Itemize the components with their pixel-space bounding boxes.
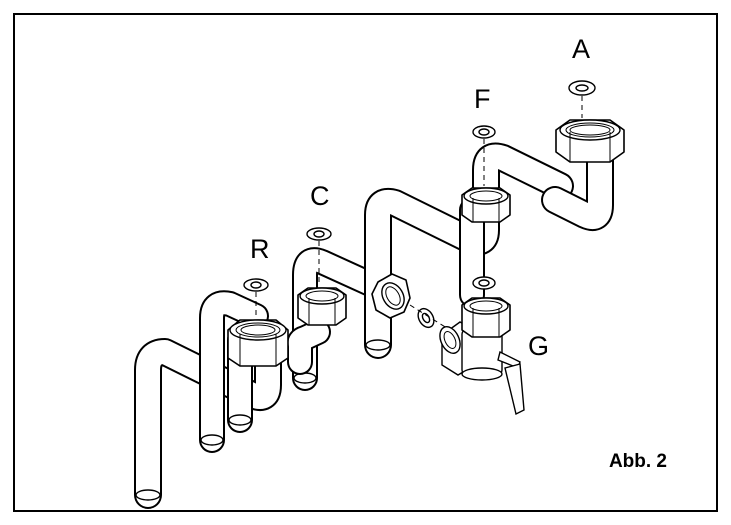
washer-mid <box>417 307 435 329</box>
label-a: A <box>572 34 591 64</box>
washer-c <box>306 227 332 241</box>
washer-f-lower <box>472 276 496 290</box>
washer-r <box>243 278 269 292</box>
valve-g <box>439 297 525 416</box>
pipe-a <box>541 146 614 231</box>
nut-r <box>227 319 289 367</box>
side-nut <box>371 273 411 319</box>
label-g: G <box>528 331 550 361</box>
washer-f <box>472 125 496 139</box>
figure-caption: Abb. 2 <box>608 451 667 472</box>
label-c: C <box>310 181 330 211</box>
label-f: F <box>474 84 491 114</box>
nut-c <box>297 287 347 326</box>
nut-a <box>555 119 625 163</box>
pipe-c <box>286 247 401 391</box>
pipe-f <box>364 142 574 359</box>
washer-a <box>568 80 596 96</box>
label-r: R <box>250 234 270 264</box>
nut-f <box>461 187 511 223</box>
